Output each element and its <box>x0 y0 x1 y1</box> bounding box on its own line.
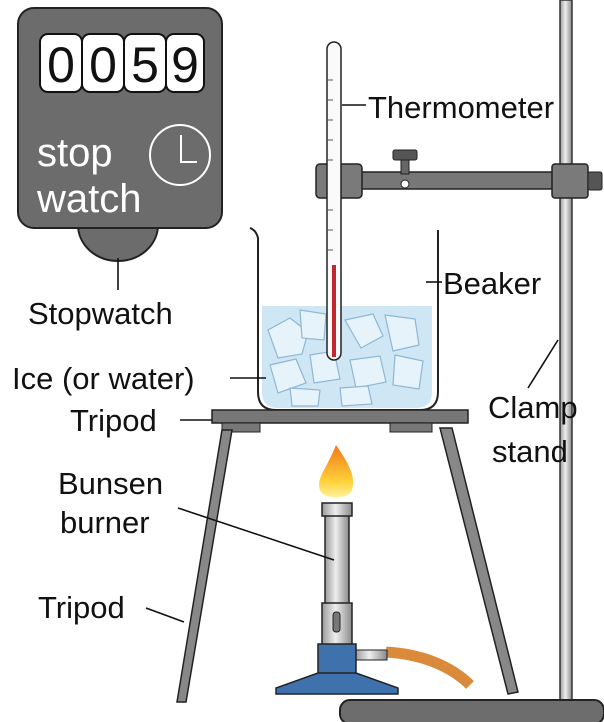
clamp-leader <box>527 339 559 389</box>
label-tripod-top: Tripod <box>70 403 157 438</box>
digit: 9 <box>171 37 199 93</box>
label-tripod-leg: Tripod <box>38 590 125 625</box>
stopwatch-display: 0 0 5 9 <box>39 33 205 93</box>
label-clamp-line1: Clamp <box>488 390 578 425</box>
label-beaker: Beaker <box>443 266 541 301</box>
label-bunsen-line1: Bunsen <box>58 466 163 501</box>
label-bunsen-line2: burner <box>60 505 150 540</box>
digit: 5 <box>131 37 159 93</box>
thermometer <box>326 41 342 361</box>
tripod-leg-leader <box>145 607 185 623</box>
flame-icon <box>319 445 354 498</box>
digit: 0 <box>89 37 117 93</box>
bunsen-leader <box>177 507 335 561</box>
bunsen-burner <box>275 445 474 695</box>
label-thermometer: Thermometer <box>368 90 554 125</box>
label-ice: Ice (or water) <box>12 361 195 396</box>
stopwatch: 0 0 5 9 stop watch <box>17 7 223 262</box>
digit: 0 <box>47 37 75 93</box>
clock-icon <box>149 124 211 186</box>
label-stopwatch: Stopwatch <box>28 296 173 331</box>
ice-cubes <box>267 309 424 407</box>
stopwatch-text-line1: stop <box>37 131 113 175</box>
label-clamp-line2: stand <box>492 434 568 469</box>
gas-hose <box>385 646 474 690</box>
stopwatch-text-line2: watch <box>36 177 142 221</box>
beaker <box>249 227 439 411</box>
tripod <box>176 409 519 703</box>
